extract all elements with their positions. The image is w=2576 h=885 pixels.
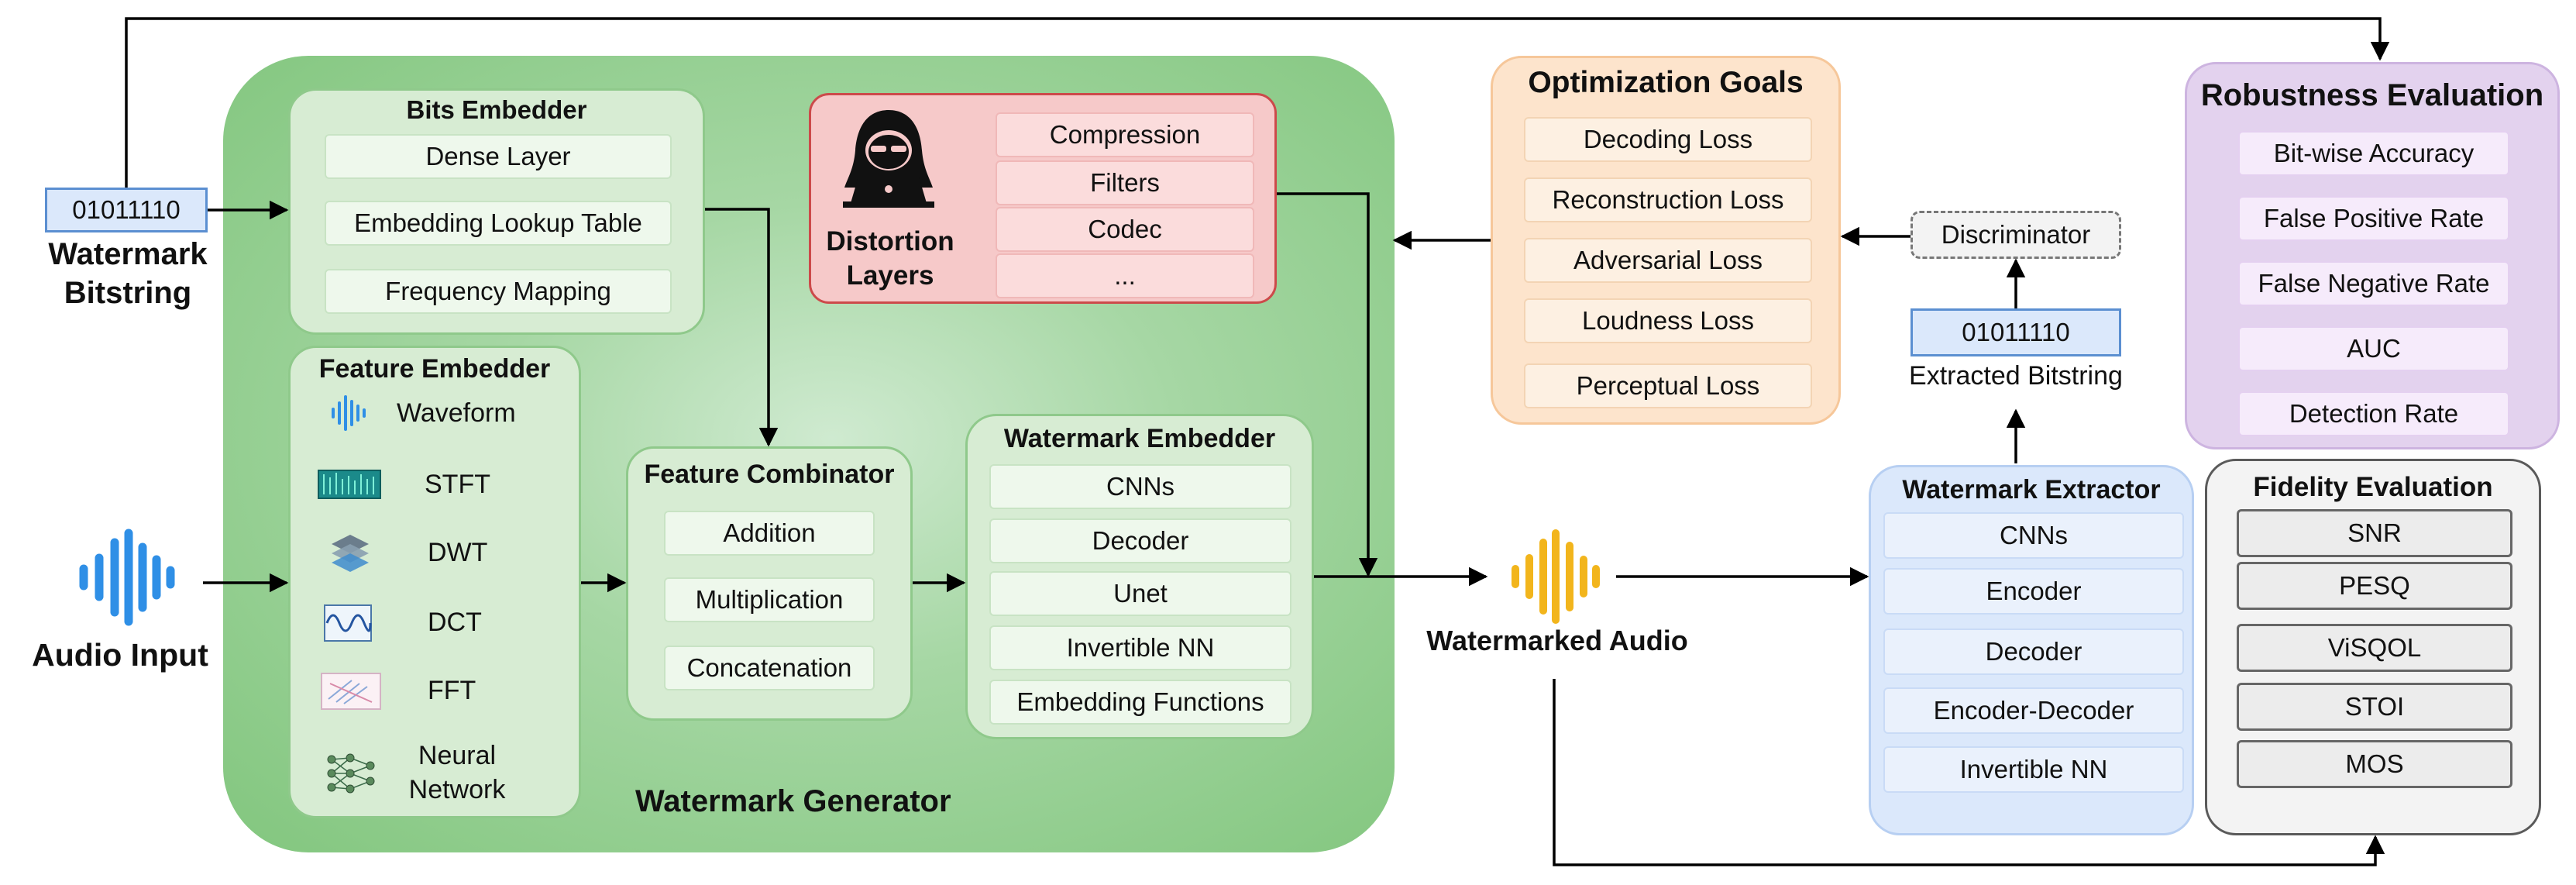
optimization-item-decoding-loss: Decoding Loss xyxy=(1524,117,1812,162)
bits-embedder-panel: Bits Embedder Dense Layer Embedding Look… xyxy=(288,88,705,335)
fidelity-item-mos: MOS xyxy=(2237,740,2512,788)
extracted-bitstring-box: 01011110 xyxy=(1911,308,2121,356)
embedder-item-embedding-functions: Embedding Functions xyxy=(989,680,1291,725)
watermark-extractor-panel: Watermark Extractor CNNs Encoder Decoder… xyxy=(1869,465,2194,835)
bits-embedder-title: Bits Embedder xyxy=(406,95,587,124)
distortion-item-compression: Compression xyxy=(996,112,1254,157)
combinator-item-addition: Addition xyxy=(664,511,875,556)
optimization-item-adversarial-loss: Adversarial Loss xyxy=(1524,238,1812,283)
feature-waveform-label: Waveform xyxy=(397,398,516,428)
discriminator-box: Discriminator xyxy=(1911,211,2121,259)
robustness-evaluation-panel: Robustness Evaluation Bit-wise Accuracy … xyxy=(2185,62,2560,449)
embedder-item-decoder: Decoder xyxy=(989,518,1291,563)
distortion-item-filters: Filters xyxy=(996,160,1254,205)
extractor-item-cnns: CNNs xyxy=(1883,512,2184,559)
feature-dwt-label: DWT xyxy=(428,538,488,567)
fft-icon xyxy=(321,673,381,710)
watermark-bitstring-box: 01011110 xyxy=(45,188,208,232)
robustness-item-auc: AUC xyxy=(2238,326,2509,371)
feature-network-label: Network xyxy=(408,775,506,804)
bits-item-embedding-lookup: Embedding Lookup Table xyxy=(325,201,672,246)
combinator-item-concatenation: Concatenation xyxy=(664,646,875,690)
spectrogram-icon xyxy=(318,470,381,499)
audio-input-label: Audio Input xyxy=(32,637,208,673)
fidelity-item-snr: SNR xyxy=(2237,509,2512,557)
embedder-item-invertible-nn: Invertible NN xyxy=(989,625,1291,670)
robustness-item-bitwise-accuracy: Bit-wise Accuracy xyxy=(2238,131,2509,176)
feature-combinator-panel: Feature Combinator Addition Multiplicati… xyxy=(626,446,913,721)
optimization-item-reconstruction-loss: Reconstruction Loss xyxy=(1524,177,1812,222)
watermark-label-line1: Watermark xyxy=(48,237,208,271)
extracted-bitstring-label: Extracted Bitstring xyxy=(1909,361,2123,391)
combinator-item-multiplication: Multiplication xyxy=(664,577,875,622)
robustness-evaluation-title: Robustness Evaluation xyxy=(2200,78,2544,112)
optimization-goals-panel: Optimization Goals Decoding Loss Reconst… xyxy=(1491,56,1841,425)
embedder-item-cnns: CNNs xyxy=(989,464,1291,509)
audio-input-icon xyxy=(79,529,175,626)
fidelity-item-stoi: STOI xyxy=(2237,683,2512,731)
robustness-item-false-positive-rate: False Positive Rate xyxy=(2238,196,2509,241)
watermark-extractor-title: Watermark Extractor xyxy=(1902,475,2161,504)
layers-icon xyxy=(332,535,369,572)
fidelity-item-visqol: ViSQOL xyxy=(2237,624,2512,672)
hacker-icon xyxy=(843,110,934,208)
fidelity-evaluation-panel: Fidelity Evaluation SNR PESQ ViSQOL STOI… xyxy=(2205,459,2541,835)
extractor-item-encoder-decoder: Encoder-Decoder xyxy=(1883,687,2184,734)
feature-embedder-title: Feature Embedder xyxy=(318,354,551,384)
extractor-item-encoder: Encoder xyxy=(1883,568,2184,615)
bits-item-frequency-mapping: Frequency Mapping xyxy=(325,269,672,314)
feature-embedder-panel: Feature Embedder xyxy=(288,346,581,818)
embedder-item-unet: Unet xyxy=(989,571,1291,616)
watermarked-audio-label: Watermarked Audio xyxy=(1426,625,1688,656)
feature-stft-label: STFT xyxy=(425,470,490,499)
waveform-icon xyxy=(332,395,366,431)
robustness-item-detection-rate: Detection Rate xyxy=(2238,391,2509,436)
fidelity-item-pesq: PESQ xyxy=(2237,562,2512,610)
distortion-label-line1: Distortion xyxy=(826,226,954,257)
feature-dct-label: DCT xyxy=(428,608,482,637)
optimization-goals-title: Optimization Goals xyxy=(1528,66,1804,99)
neural-network-icon xyxy=(327,753,375,794)
watermark-generator-title: Watermark Generator xyxy=(635,784,951,818)
fidelity-evaluation-title: Fidelity Evaluation xyxy=(2253,472,2493,502)
watermarked-audio-icon xyxy=(1512,529,1600,624)
optimization-item-perceptual-loss: Perceptual Loss xyxy=(1524,363,1812,408)
extractor-item-invertible-nn: Invertible NN xyxy=(1883,746,2184,793)
optimization-item-loudness-loss: Loudness Loss xyxy=(1524,298,1812,343)
bits-item-dense-layer: Dense Layer xyxy=(325,134,672,179)
extractor-item-decoder: Decoder xyxy=(1883,628,2184,675)
distortion-item-codec: Codec xyxy=(996,207,1254,252)
watermark-embedder-panel: Watermark Embedder CNNs Decoder Unet Inv… xyxy=(965,414,1314,739)
watermark-label-line2: Bitstring xyxy=(64,276,192,310)
robustness-item-false-negative-rate: False Negative Rate xyxy=(2238,261,2509,306)
sine-wave-icon xyxy=(324,604,372,642)
feature-neural-label: Neural xyxy=(418,741,497,770)
feature-fft-label: FFT xyxy=(428,676,476,705)
distortion-item-more: ... xyxy=(996,253,1254,298)
distortion-label-line2: Layers xyxy=(846,260,934,291)
watermark-embedder-title: Watermark Embedder xyxy=(1003,424,1276,453)
feature-combinator-title: Feature Combinator xyxy=(644,460,895,489)
